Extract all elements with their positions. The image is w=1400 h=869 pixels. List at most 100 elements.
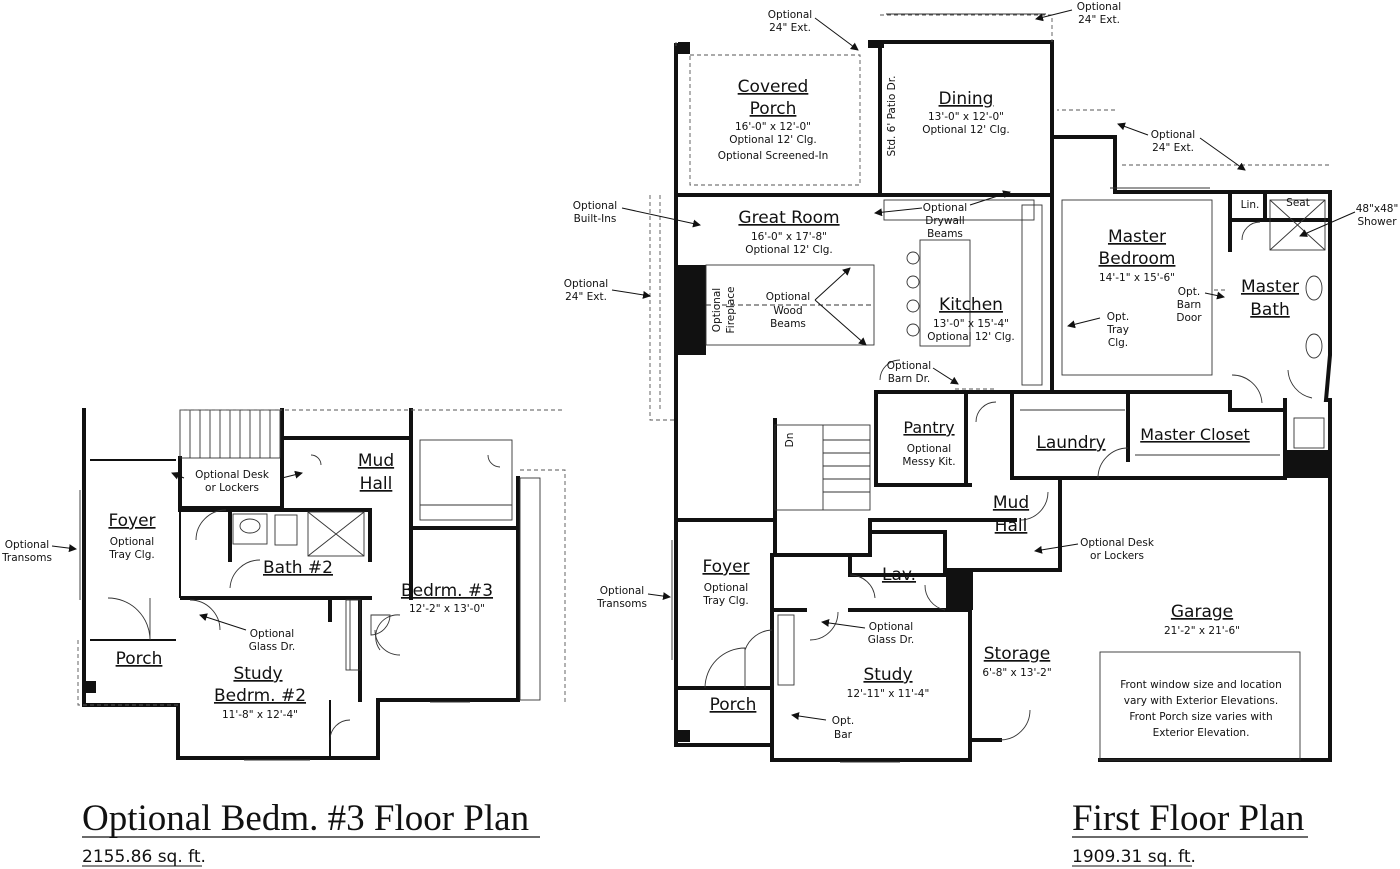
great-room-label: Great Room bbox=[738, 208, 839, 228]
mud-hall-label: Hall bbox=[360, 474, 393, 494]
bedrm3-label: Bedrm. #3 bbox=[401, 581, 493, 601]
foyer-label: Foyer bbox=[108, 511, 155, 531]
storage-label: Storage bbox=[984, 644, 1051, 664]
master-bedroom-label: Bedroom bbox=[1099, 249, 1176, 269]
wood-beams-callout: Optional bbox=[766, 291, 810, 303]
covered-porch-note: Optional 12' Clg. bbox=[729, 134, 817, 146]
ext-callout: 24" Ext. bbox=[565, 291, 607, 303]
garage-note: vary with Exterior Elevations. bbox=[1124, 695, 1278, 707]
kitchen-note: Optional 12' Clg. bbox=[927, 331, 1015, 343]
transoms-callout: Optional bbox=[5, 539, 49, 551]
ext-callout: 24" Ext. bbox=[1152, 142, 1194, 154]
left-plan-caption: Optional Bedm. #3 Floor Plan bbox=[82, 798, 529, 839]
glass-door-callout: Glass Dr. bbox=[249, 641, 296, 653]
builtins-callout: Optional bbox=[573, 200, 617, 212]
foyer-note: Tray Clg. bbox=[108, 549, 154, 561]
garage-label: Garage bbox=[1171, 602, 1233, 622]
covered-porch-note: Optional Screened-In bbox=[718, 150, 829, 162]
tray-ceiling-callout: Clg. bbox=[1108, 337, 1128, 349]
ext-callout: Optional bbox=[1077, 1, 1121, 13]
study-label: Study bbox=[863, 665, 912, 685]
desk-callout: or Lockers bbox=[205, 482, 259, 494]
covered-porch-dim: 16'-0" x 12'-0" bbox=[735, 121, 811, 133]
dining-note: Optional 12' Clg. bbox=[922, 124, 1010, 136]
barn-dr-callout: Optional bbox=[887, 360, 931, 372]
left-plan-sqft: 2155.86 sq. ft. bbox=[82, 847, 206, 867]
ext-callout: Optional bbox=[564, 278, 608, 290]
pantry-label: Pantry bbox=[903, 418, 954, 437]
great-room-dim: 16'-0" x 17'-8" bbox=[751, 231, 827, 243]
master-bedroom-dim: 14'-1" x 15'-6" bbox=[1099, 272, 1175, 284]
study-label: Study bbox=[233, 664, 282, 684]
pantry-note: Optional bbox=[907, 443, 951, 455]
optional-bedroom-3-plan: Foyer Optional Tray Clg. Mud Hall Bath #… bbox=[1, 408, 566, 867]
porch-label: Porch bbox=[116, 649, 163, 669]
storage-dim: 6'-8" x 13'-2" bbox=[982, 667, 1051, 679]
tray-ceiling-callout: Opt. bbox=[1107, 311, 1129, 323]
master-bath-label: Master bbox=[1241, 277, 1299, 297]
desk-lockers-callout: Optional Desk bbox=[1080, 537, 1155, 549]
linen-label: Lin. bbox=[1241, 199, 1260, 211]
study-dim: 12'-11" x 11'-4" bbox=[847, 688, 930, 700]
kitchen-dim: 13'-0" x 15'-4" bbox=[933, 318, 1009, 330]
bedrm3-dim: 12'-2" x 13'-0" bbox=[409, 603, 485, 615]
ext-callout: 24" Ext. bbox=[1078, 14, 1120, 26]
transoms-callout: Optional bbox=[600, 585, 644, 597]
glass-door-callout: Glass Dr. bbox=[868, 634, 915, 646]
garage-note: Front Porch size varies with bbox=[1129, 711, 1272, 723]
foyer-note: Tray Clg. bbox=[702, 595, 748, 607]
garage-note: Exterior Elevation. bbox=[1153, 727, 1250, 739]
lav-label: Lav. bbox=[882, 565, 916, 585]
barn-door-callout: Opt. bbox=[1178, 286, 1200, 298]
barn-door-callout: Barn bbox=[1177, 299, 1201, 311]
shower-callout: Shower bbox=[1357, 216, 1397, 228]
laundry-label: Laundry bbox=[1036, 433, 1105, 453]
fireplace-callout: Optional bbox=[711, 288, 723, 332]
bar-callout: Opt. bbox=[832, 715, 854, 727]
mud-hall-label: Mud bbox=[358, 451, 394, 471]
builtins-callout: Built-Ins bbox=[574, 213, 617, 225]
transoms-callout: Transoms bbox=[1, 552, 52, 564]
mud-hall-label: Hall bbox=[995, 516, 1028, 536]
garage-note: Front window size and location bbox=[1120, 679, 1282, 691]
kitchen-label: Kitchen bbox=[939, 295, 1003, 315]
barn-dr-callout: Barn Dr. bbox=[888, 373, 931, 385]
foyer-label: Foyer bbox=[702, 557, 749, 577]
drywall-beams-callout: Optional bbox=[923, 202, 967, 214]
study-dim: 11'-8" x 12'-4" bbox=[222, 709, 298, 721]
stair-down-label: Dn bbox=[784, 433, 796, 448]
transoms-callout: Transoms bbox=[596, 598, 647, 610]
dining-dim: 13'-0" x 12'-0" bbox=[928, 111, 1004, 123]
drywall-beams-callout: Drywall bbox=[925, 215, 964, 227]
dining-label: Dining bbox=[939, 89, 994, 109]
drywall-beams-callout: Beams bbox=[927, 228, 963, 240]
first-floor-plan: Covered Porch 16'-0" x 12'-0" Optional 1… bbox=[564, 1, 1399, 867]
study-label: Bedrm. #2 bbox=[214, 686, 306, 706]
tray-ceiling-callout: Tray bbox=[1106, 324, 1129, 336]
patio-door-callout: Std. 6' Patio Dr. bbox=[886, 76, 898, 157]
ext-callout: 24" Ext. bbox=[769, 22, 811, 34]
desk-lockers-callout: or Lockers bbox=[1090, 550, 1144, 562]
foyer-note: Optional bbox=[704, 582, 748, 594]
right-plan-caption: First Floor Plan bbox=[1072, 798, 1304, 839]
foyer-note: Optional bbox=[110, 536, 154, 548]
fireplace-callout: Fireplace bbox=[725, 287, 737, 334]
seat-label: Seat bbox=[1286, 197, 1310, 209]
master-bedroom-label: Master bbox=[1108, 227, 1166, 247]
shower-callout: 48"x48" bbox=[1356, 203, 1399, 215]
master-bath-label: Bath bbox=[1250, 300, 1290, 320]
ext-callout: Optional bbox=[1151, 129, 1195, 141]
bar-callout: Bar bbox=[834, 729, 853, 741]
mud-hall-label: Mud bbox=[993, 493, 1029, 513]
porch-label: Porch bbox=[710, 695, 757, 715]
barn-door-callout: Door bbox=[1176, 312, 1202, 324]
bath2-label: Bath #2 bbox=[263, 558, 333, 578]
covered-porch-label: Covered bbox=[738, 77, 809, 97]
great-room-note: Optional 12' Clg. bbox=[745, 244, 833, 256]
wood-beams-callout: Beams bbox=[770, 318, 806, 330]
master-closet-label: Master Closet bbox=[1140, 425, 1250, 444]
glass-door-callout: Optional bbox=[869, 621, 913, 633]
right-plan-sqft: 1909.31 sq. ft. bbox=[1072, 847, 1196, 867]
garage-dim: 21'-2" x 21'-6" bbox=[1164, 625, 1240, 637]
